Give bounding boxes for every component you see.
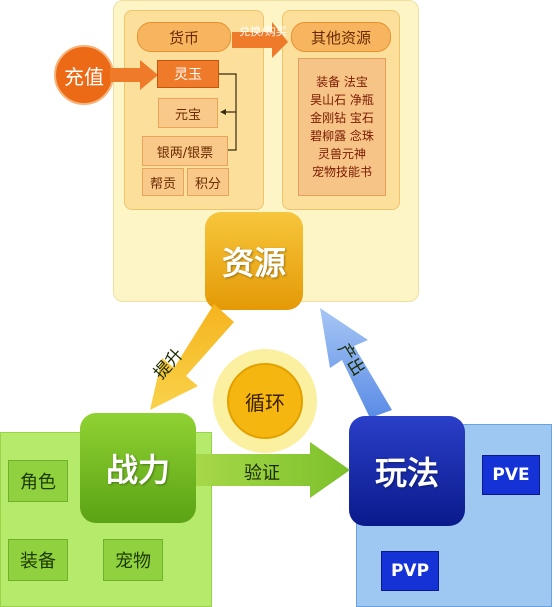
exchange-arrow [232, 22, 288, 58]
recharge-circle: 充值 [54, 45, 114, 105]
other-resources-list: 装备 法宝 昊山石 净瓶 金刚钻 宝石 碧柳露 念珠 灵兽元神 宠物技能书 [298, 58, 386, 196]
improve-arrow [150, 304, 234, 410]
exchange-label: 兑换/购买 [239, 25, 287, 38]
verify-label: 验证 [244, 463, 280, 484]
produce-arrow [320, 308, 392, 418]
other-resource-item: 昊山石 净瓶 [310, 93, 374, 107]
gameplay-item-pvp: PVP [381, 551, 439, 591]
banggong-box: 帮贡 [142, 168, 184, 196]
yuanbao-box: 元宝 [158, 98, 218, 128]
jifen-box: 积分 [187, 168, 229, 196]
recharge-arrow [110, 60, 158, 90]
other-resources-title: 其他资源 [291, 22, 391, 52]
power-node: 战力 [80, 413, 196, 523]
other-resource-item: 灵兽元神 [317, 147, 366, 161]
power-item-role: 角色 [8, 460, 68, 502]
other-resource-item: 碧柳露 念珠 [310, 129, 374, 143]
gameplay-item-pve: PVE [482, 455, 540, 495]
gameplay-node: 玩法 [349, 416, 465, 526]
power-item-pet: 宠物 [103, 539, 163, 581]
resource-node: 资源 [205, 212, 303, 310]
verify-arrow [196, 442, 350, 498]
lingyu-box: 灵玉 [157, 60, 219, 88]
currency-title: 货币 [137, 22, 231, 52]
other-resource-item: 装备 法宝 [316, 75, 368, 89]
other-resource-item: 金刚钻 宝石 [310, 111, 374, 125]
other-resource-item: 宠物技能书 [311, 165, 372, 179]
yinliang-box: 银两/银票 [142, 136, 228, 166]
cycle-node: 循环 [227, 363, 303, 439]
power-item-equipment: 装备 [8, 539, 68, 581]
